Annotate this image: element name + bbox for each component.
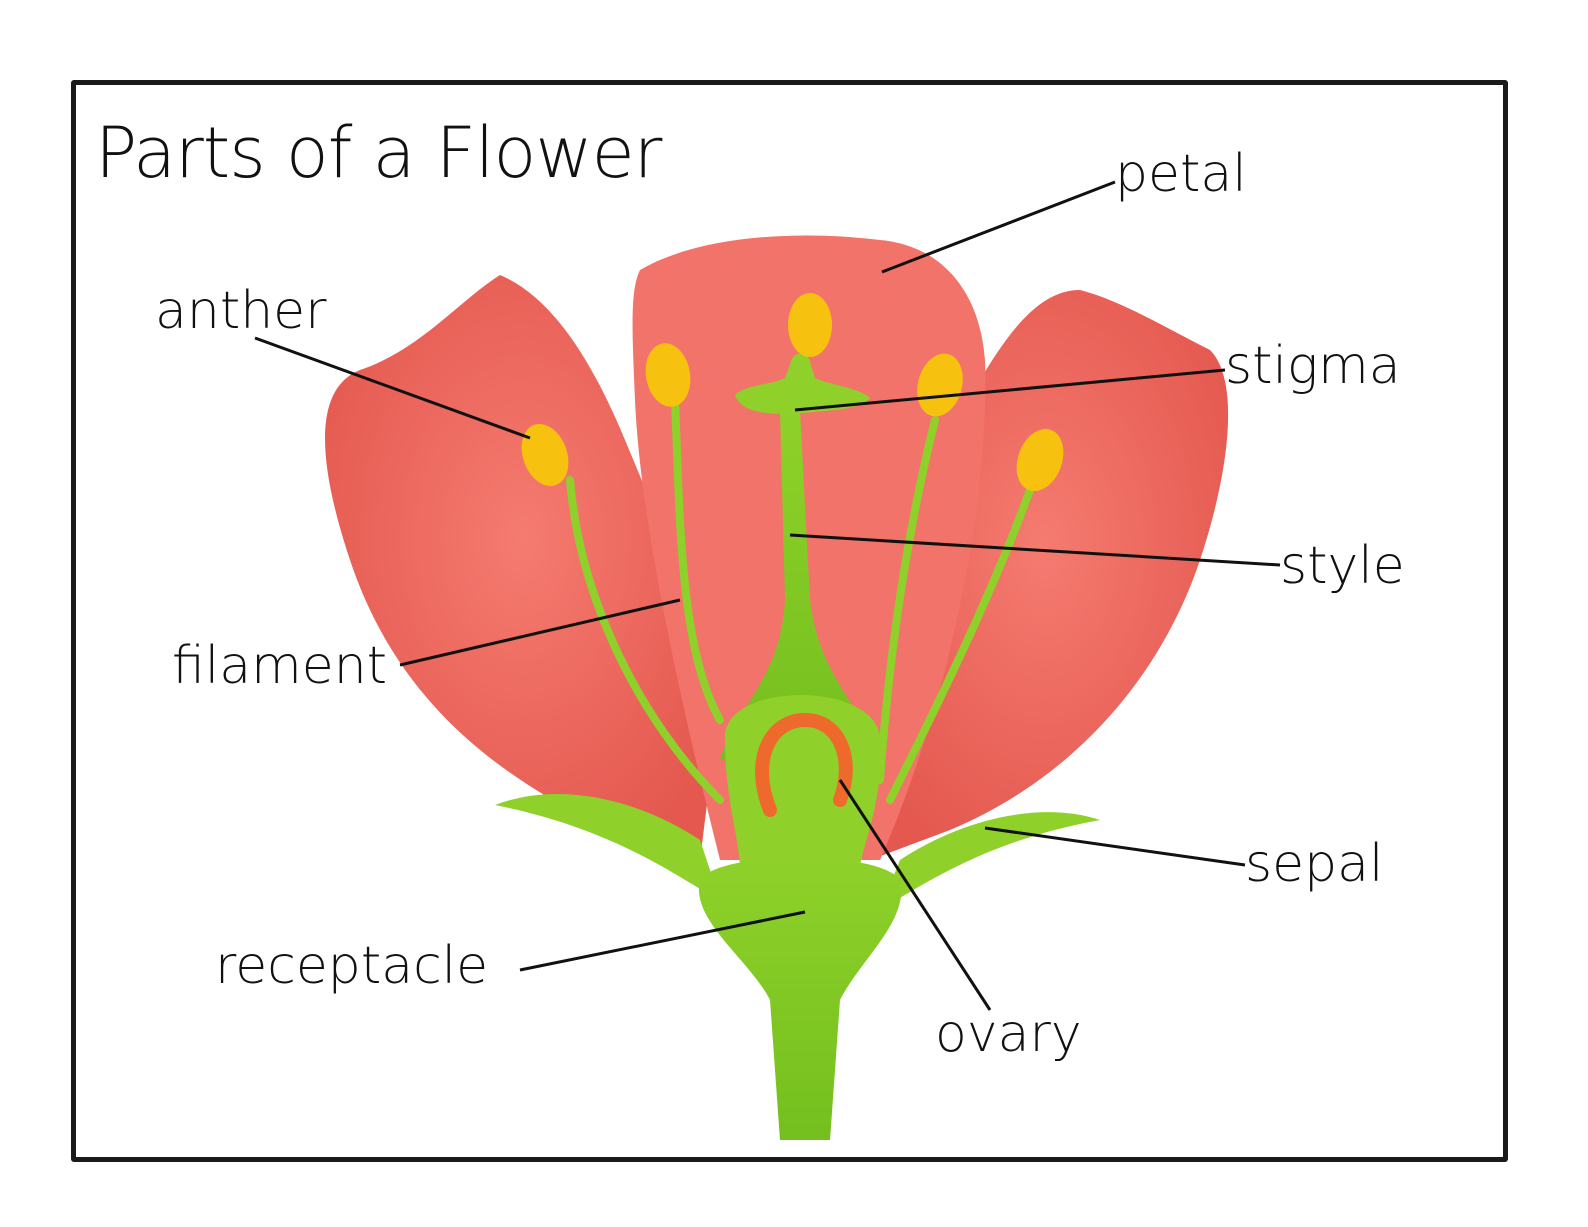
label-sepal: sepal — [1245, 834, 1384, 894]
anther-5 — [1016, 429, 1064, 491]
label-ovary: ovary — [935, 1004, 1082, 1064]
filament-1 — [566, 476, 724, 804]
leader-filament — [399, 598, 681, 667]
style — [720, 410, 880, 760]
diagram-title: Parts of a Flower — [95, 112, 662, 194]
leader-sepal — [984, 826, 1246, 867]
petal-right — [860, 290, 1229, 860]
label-style: style — [1280, 536, 1405, 596]
anther-2 — [645, 343, 691, 407]
leader-ovary — [838, 779, 992, 1011]
label-receptacle: receptacle — [215, 936, 489, 996]
label-stigma: stigma — [1225, 336, 1401, 396]
filament-3 — [876, 416, 939, 784]
ovary-ring — [755, 712, 853, 817]
leader-receptacle — [519, 910, 806, 972]
filament-4 — [886, 486, 1034, 804]
receptacle-shape — [698, 857, 902, 1140]
leader-petal — [881, 180, 1116, 274]
stigma-shape — [735, 353, 870, 414]
label-filament: filament — [172, 636, 388, 696]
filament-2 — [671, 396, 724, 724]
anther-3 — [788, 293, 832, 357]
petal-left — [325, 275, 720, 860]
leader-stigma — [794, 368, 1226, 412]
sepal-left — [495, 793, 720, 900]
diagram-frame — [71, 80, 1508, 1162]
petal-center — [632, 235, 986, 861]
anther-4 — [917, 353, 963, 417]
ovule — [783, 750, 827, 830]
leader-style — [789, 533, 1281, 567]
leader-anther — [254, 336, 531, 440]
label-petal: petal — [1115, 144, 1247, 204]
anther-1 — [521, 424, 569, 486]
sepal-right — [880, 812, 1100, 910]
label-anther: anther — [155, 281, 327, 341]
